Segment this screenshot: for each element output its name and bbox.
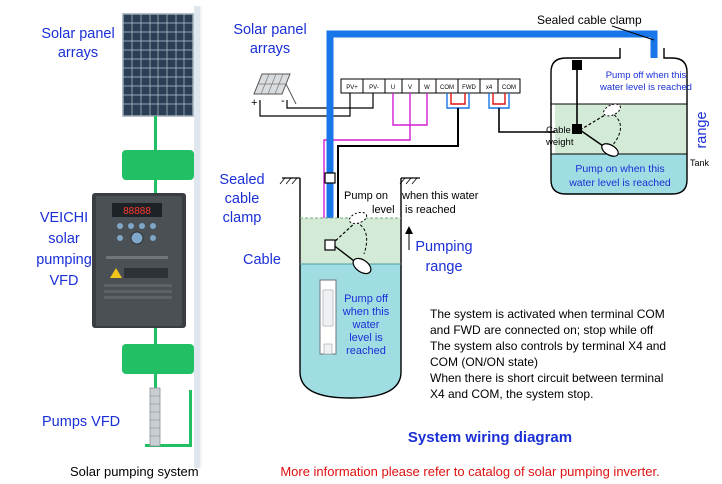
terminal-x4: x4 (486, 85, 493, 91)
cable-weight-1: Cable (546, 125, 571, 136)
left-green-line-4 (154, 374, 157, 390)
well (279, 172, 420, 399)
terminal-com-2: COM (502, 85, 516, 91)
well-pumping-range-band (301, 218, 400, 264)
note-line-2: and FWD are connected on; stop while off (430, 323, 654, 337)
tank-label: Tank (690, 158, 710, 168)
solar-panel-label-2: arrays (250, 41, 290, 57)
pump-on-level-1: Pump on (344, 190, 388, 202)
left-caption: Solar pumping system (70, 464, 199, 479)
well-water (300, 264, 401, 398)
vfd-device-image: 88888 (92, 193, 186, 328)
tank-clamp-top (572, 60, 582, 70)
wire-pv-plus (259, 92, 351, 117)
tank-pump-on-1: Pump on when this (575, 163, 664, 175)
tank-cable-weight (572, 124, 582, 134)
left-green-line-6 (189, 390, 192, 447)
motor-wires (323, 93, 428, 272)
vfd-display-digits: 88888 (123, 206, 151, 217)
note-line-3: The system also controls by terminal X4 … (430, 339, 666, 353)
pump-on-level-2: level (372, 204, 395, 216)
note-line-6: X4 and COM, the system stop. (430, 387, 593, 401)
pumping-range-2: range (425, 259, 462, 275)
left-solar-label-1: Solar panel (41, 26, 114, 42)
tank-pump-off-1: Pump off when this (606, 70, 687, 81)
terminal-com-1: COM (440, 85, 454, 91)
left-vfd-label-2: solar (48, 231, 80, 247)
left-pumps-vfd-label: Pumps VFD (42, 414, 120, 430)
sealed-clamp-left-1: Sealed (219, 172, 264, 188)
pumping-range-arrowhead (405, 226, 413, 234)
left-vfd-label-4: VFD (50, 273, 79, 289)
well-cable-clamp-1 (324, 172, 336, 184)
small-solar-panel-icon (253, 73, 297, 105)
terminal-pv-plus: PV+ (346, 85, 358, 91)
com-fwd-wires (446, 93, 470, 109)
left-vfd-label-3: pumping (36, 252, 92, 268)
sealed-clamp-left-2: cable (225, 191, 260, 207)
tank-pump-off-2: water level is reached (599, 82, 692, 93)
plus-sign: + (251, 97, 257, 109)
sealed-clamp-left-3: clamp (223, 210, 262, 226)
sealed-clamp-top-pointer (611, 25, 655, 41)
left-green-line-2 (154, 180, 157, 194)
cable-weight-2: weight (545, 137, 574, 148)
left-green-line-5 (145, 444, 192, 447)
solar-panel-label-1: Solar panel (233, 22, 306, 38)
column-divider (194, 6, 200, 468)
sealed-clamp-top-label: Sealed cable clamp (537, 13, 642, 27)
well-wall (299, 178, 402, 399)
pump-off-well-2: when this (342, 306, 390, 318)
wiring-diagram: Solar panel arrays + - PV+ PV- (219, 13, 710, 479)
diagram-title: System wiring diagram (408, 429, 572, 446)
tank-water (551, 154, 687, 194)
pump-off-well-5: reached (346, 345, 386, 357)
pump-off-well-1: Pump off (344, 293, 389, 305)
pumping-range-1: Pumping (415, 239, 472, 255)
when-water-1: when this water (401, 190, 479, 202)
left-column: Solar panel arrays VEICHI solar pumping (36, 6, 202, 479)
well-cable-clamp-2 (324, 239, 336, 251)
minus-sign: - (281, 95, 285, 107)
left-vfd-label-1: VEICHI (40, 210, 88, 226)
terminal-fwd: FWD (462, 85, 476, 91)
terminal-w: W (424, 85, 430, 91)
delivery-pipe (326, 30, 658, 288)
column-divider-highlight (200, 6, 202, 468)
tank-pump-on-2: water level is reached (568, 177, 671, 189)
terminal-strip: PV+ PV- U V W COM FWD x4 COM (340, 78, 521, 94)
left-green-block-1 (122, 150, 194, 180)
tank-wall (550, 48, 688, 195)
left-green-line-3 (154, 328, 157, 344)
terminal-u: U (391, 85, 395, 91)
pump-image (149, 387, 161, 447)
left-green-line-1 (154, 116, 157, 150)
cable-label: Cable (243, 252, 281, 268)
tank-range-label: range (694, 111, 710, 148)
tank (550, 48, 688, 195)
terminal-pv-minus: PV- (369, 85, 379, 91)
note-line-1: The system is activated when terminal CO… (430, 307, 665, 321)
left-green-block-2 (122, 344, 194, 374)
when-water-2: is reached (405, 204, 456, 216)
solar-panel-image (122, 13, 194, 117)
terminal-v: V (408, 85, 412, 91)
note-line-5: When there is short circuit between term… (430, 371, 663, 385)
more-info-note: More information please refer to catalog… (280, 464, 659, 479)
pump-off-well-3: water (352, 319, 380, 331)
note-line-4: COM (ON/ON state) (430, 355, 538, 369)
left-solar-label-2: arrays (58, 45, 98, 61)
pump-off-well-4: level is (349, 332, 383, 344)
x4-com-wires (488, 93, 510, 109)
notes: The system is activated when terminal CO… (430, 307, 666, 401)
